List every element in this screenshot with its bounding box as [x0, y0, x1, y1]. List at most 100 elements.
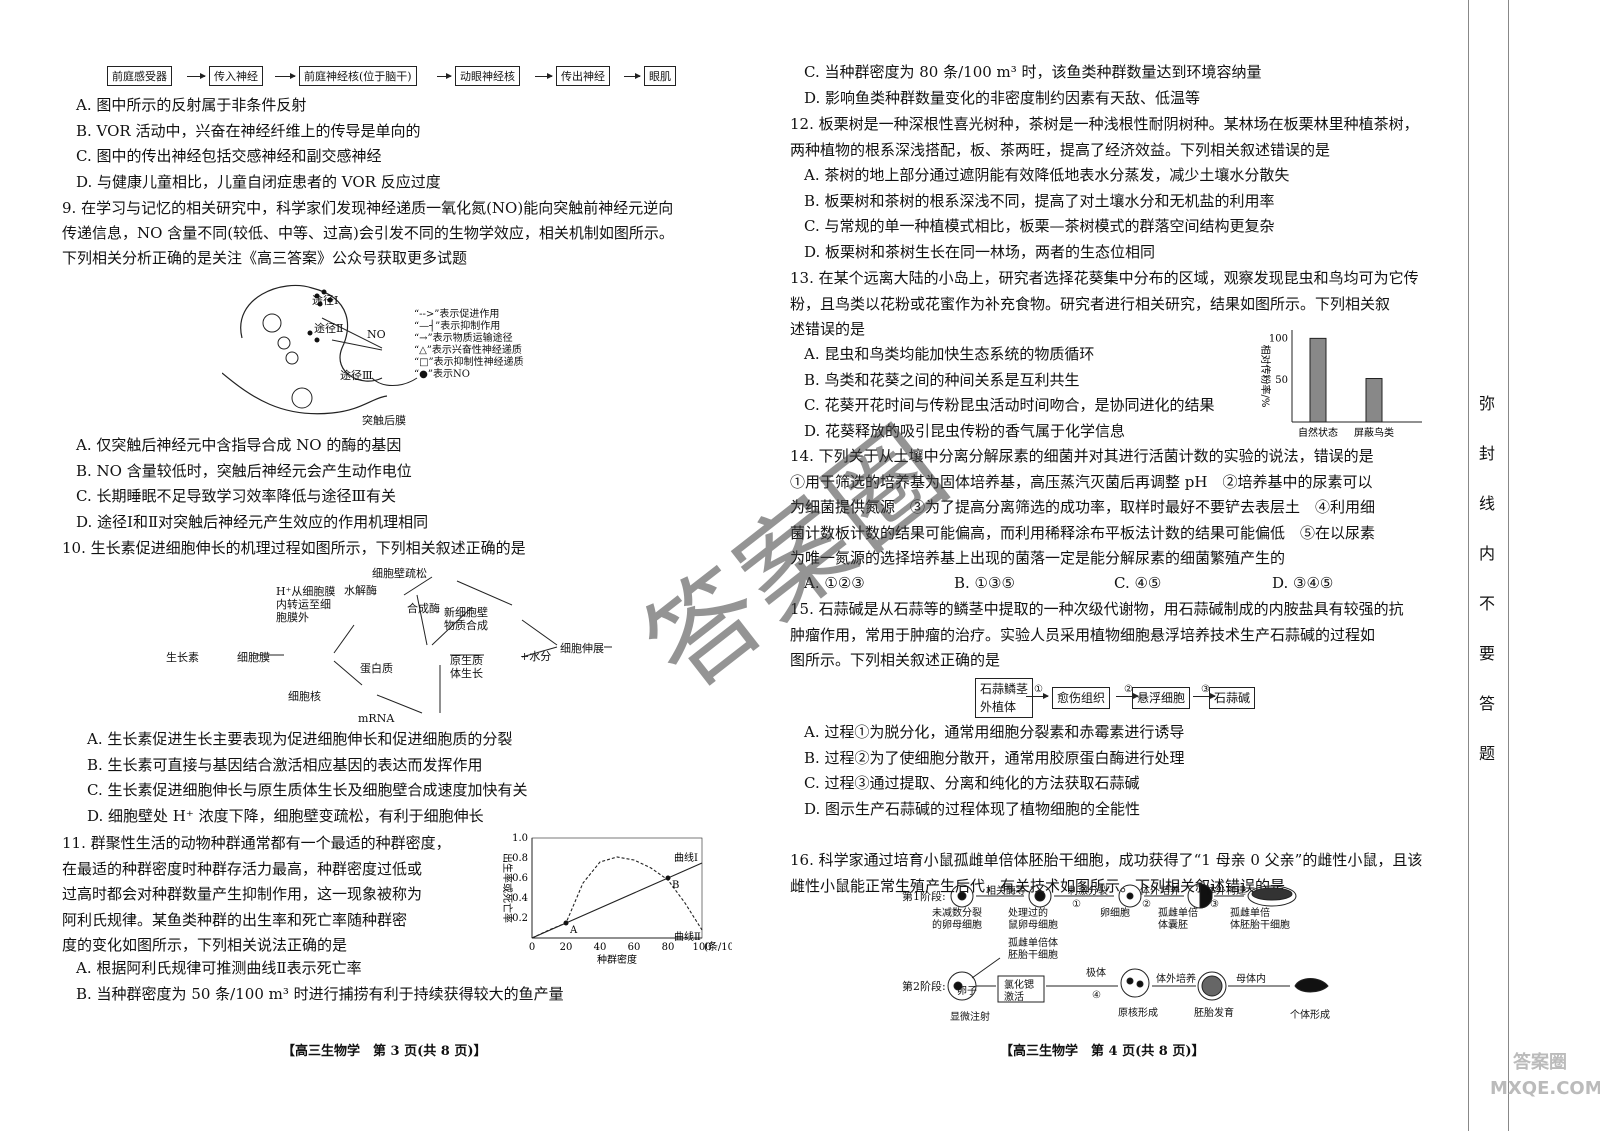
q9-legend-2: “→”表示物质运输途径: [414, 333, 513, 344]
site-logo: 答案圈 MXQE.COM: [1490, 1050, 1600, 1120]
bar-y-tick-0: 50: [1275, 375, 1288, 386]
bar-1: [1365, 378, 1383, 423]
q16-s1-num-2: ③: [1210, 899, 1219, 910]
postsynaptic-label: 突触后膜: [362, 414, 406, 427]
y-tick-1: 0.4: [512, 893, 528, 904]
bar-category-1: 屏蔽鸟类: [1354, 426, 1394, 439]
flow-box-2: 前庭神经核(位于脑干): [299, 66, 417, 86]
point-0: [563, 920, 569, 926]
q16-drawing: [947, 883, 1329, 1003]
x-tick-0: 0: [529, 942, 535, 953]
protoplast-label: 原生质 体生长: [450, 654, 483, 680]
mrna-label: mRNA: [358, 712, 395, 725]
pollination-bar-chart: 50100相对传粉率/%自然状态屏蔽鸟类: [1259, 330, 1422, 439]
y-tick-2: 0.6: [512, 873, 528, 884]
q15-stem-line-0: 15. 石蒜碱是从石蒜等的鳞茎中提取的一种次级代谢物，用石蒜碱制成的内胺盐具有较…: [790, 600, 1404, 618]
q14-option-1: B. ①③⑤: [954, 574, 1015, 592]
stage2-label: 第2阶段:: [902, 980, 946, 993]
q11r-option-0: C. 当种群密度为 80 条/100 m³ 时，该鱼类种群数量达到环境容纳量: [804, 63, 1262, 81]
q10-option-1: B. 生长素可直接与基因结合激活相应基因的表达而发挥作用: [87, 755, 483, 774]
y-axis-label: 出生率或死亡率: [501, 853, 514, 923]
q11-stem-line-0: 11. 群聚性生活的动物种群通常都有一个最适的种群密度，: [62, 834, 451, 852]
x-axis-label: 种群密度: [597, 953, 637, 966]
seal-char-1: 封: [1478, 444, 1495, 463]
x-tick-1: 20: [560, 942, 573, 953]
q11-option-1: B. 当种群密度为 50 条/100 m³ 时进行捕捞有利于持续获得较大的鱼产量: [76, 984, 564, 1003]
q16-s1-arrow-3: 体外构建: [1206, 886, 1246, 897]
q10-option-2: C. 生长素促进细胞伸长与原生质体生长及细胞壁合成速度加快有关: [87, 781, 528, 799]
embryo-label: 胚胎发育: [1194, 1008, 1234, 1019]
q15-box-3: 石蒜碱: [1209, 687, 1256, 709]
q15-arrow-2: [1193, 693, 1216, 699]
q14-option-3: D. ③④⑤: [1272, 574, 1334, 592]
left-footer: 【高三生物学 第 3 页(共 8 页)】: [282, 1044, 487, 1059]
right-footer: 【高三生物学 第 4 页(共 8 页)】: [1000, 1044, 1205, 1059]
q12-stem-line-1: 两种植物的根系深浅搭配，板、茶两旺，提高了经济效益。下列相关叙述错误的是: [790, 140, 1331, 159]
s2-culture-label: 体外培养: [1156, 974, 1196, 985]
hydrolase-label: 水解酶: [344, 584, 377, 597]
auxin-label: 生长素: [166, 651, 199, 664]
pronucleus-label: 原核形成: [1118, 1008, 1158, 1019]
x-tick-4: 80: [662, 942, 675, 953]
q15-option-3: D. 图示生产石蒜碱的过程体现了植物细胞的全能性: [804, 799, 1141, 818]
q9-legend-5: “●”表示NO: [414, 369, 470, 380]
q15-step-2: ③: [1201, 684, 1210, 695]
q13-stem-line-0: 13. 在某个远离大陆的小岛上，研究者选择花葵集中分布的区域，观察发现昆虫和鸟均…: [790, 269, 1419, 287]
plot-frame: [531, 837, 703, 939]
q8-option-0: A. 图中所示的反射属于非条件反射: [76, 96, 307, 114]
series-line-1: [531, 856, 703, 939]
seal-char-4: 不: [1478, 594, 1495, 613]
s2-top-label: 孤雌单倍体 胚胎干细胞: [1008, 938, 1058, 961]
q15-option-1: B. 过程②为了使细胞分散开，通常用胶原蛋白酶进行处理: [804, 748, 1185, 767]
x-tick-2: 40: [594, 942, 607, 953]
q16-s1-label-1: 处理过的 鼠卵母细胞: [1008, 908, 1058, 931]
q16-s1-num-0: ①: [1072, 899, 1081, 910]
q15-arrow-1: [1116, 693, 1139, 699]
margin-line-1: [1468, 0, 1469, 1131]
q9-legend-4: “□”表示抑制性神经递质: [414, 357, 524, 368]
q13-option-3: D. 花葵释放的吸引昆虫传粉的香气属于化学信息: [804, 421, 1126, 440]
q9-stem-line-1: 传递信息，NO 含量不同(较低、中等、过高)会引发不同的生物学效应，相关机制如图…: [62, 224, 674, 242]
q14-stem-line-0: 14. 下列关于从土壤中分离分解尿素的细菌并对其进行活菌计数的实验的说法，错误的…: [790, 447, 1374, 465]
water-label: +水分: [520, 650, 552, 663]
x-tick-3: 60: [628, 942, 641, 953]
q13-option-2: C. 花葵开花时间与传粉昆虫活动时间吻合，是协同进化的结果: [804, 396, 1215, 414]
q13-stem-line-1: 粉，且鸟类以花粉或花蜜作为补充食物。研究者进行相关研究，结果如图所示。下列相关叙: [790, 294, 1391, 313]
q11r-option-1: D. 影响鱼类种群数量变化的非密度制约因素有天敌、低温等: [804, 88, 1201, 107]
new-wall-label: 新细胞壁 物质合成: [444, 606, 488, 632]
protein-label: 蛋白质: [360, 662, 393, 675]
q15-box-0: 石蒜鳞茎 外植体: [975, 678, 1034, 718]
q16-s1-label-2: 卵细胞: [1100, 908, 1130, 919]
q15-step-0: ①: [1034, 684, 1043, 695]
srcl-label: 氯化锶 激活: [1004, 980, 1034, 1003]
q13-stem-line-2: 述错误的是: [790, 320, 866, 338]
q16-s1-arrow-1: 刺激分裂: [1068, 886, 1108, 897]
q11-stem-line-1: 在最适的种群密度时种群存活力最高，种群密度过低或: [62, 859, 423, 878]
individual-label: 个体形成: [1290, 1010, 1330, 1021]
q9-legend-1: “—┤”表示抑制作用: [414, 321, 501, 332]
q14-stem-line-2: 为细菌提供氮源 ③为了提高分离筛选的成功率，取样时最好不要铲去表层土 ④利用细: [790, 498, 1376, 516]
flow-arrow-4: [624, 73, 641, 79]
cell-membrane-label: 细胞膜: [237, 651, 270, 664]
q9-option-3: D. 途径Ⅰ和Ⅱ对突触后神经元产生效应的作用机理相同: [76, 512, 429, 531]
q8-option-2: C. 图中的传出神经包括交感神经和副交感神经: [76, 147, 382, 165]
pathway-2-label: 途径Ⅱ: [314, 322, 344, 335]
s2-mother-label: 母体内: [1236, 974, 1266, 985]
q14-option-2: C. ④⑤: [1114, 574, 1162, 592]
bar-y-axis-label: 相对传粉率/%: [1259, 345, 1272, 408]
q15-step-1: ②: [1124, 684, 1133, 695]
q15-stem-line-1: 肿瘤作用，常用于肿瘤的治疗。实验人员采用植物细胞悬浮培养技术生产石蒜碱的过程如: [790, 625, 1376, 644]
nucleus-label: 细胞核: [288, 690, 321, 703]
h-transport-label: H⁺从细胞膜 内转运至细 胞膜外: [276, 585, 336, 624]
q16-stem-line-0: 16. 科学家通过培育小鼠孤雌单倍体胚胎干细胞，成功获得了“1 母亲 0 父亲”…: [790, 851, 1423, 869]
q9-legend-3: “△”表示兴奋性神经递质: [414, 345, 522, 356]
q16-s1-label-4: 孤雌单倍 体胚胎干细胞: [1230, 908, 1290, 931]
seal-char-6: 答: [1478, 694, 1495, 713]
flow-box-0: 前庭感受器: [107, 66, 172, 86]
site-logo-text: 答案圈 MXQE.COM: [1490, 1052, 1600, 1099]
q10-option-0: A. 生长素促进生长主要表现为促进细胞伸长和促进细胞质的分裂: [87, 730, 513, 748]
q16-s1-label-0: 未减数分裂 的卵母细胞: [932, 908, 982, 931]
seal-char-3: 内: [1478, 544, 1495, 563]
synapse-drawing: [222, 284, 418, 415]
q10-stem: 10. 生长素促进细胞伸长的机理过程如图所示，下列相关叙述正确的是: [62, 539, 526, 557]
